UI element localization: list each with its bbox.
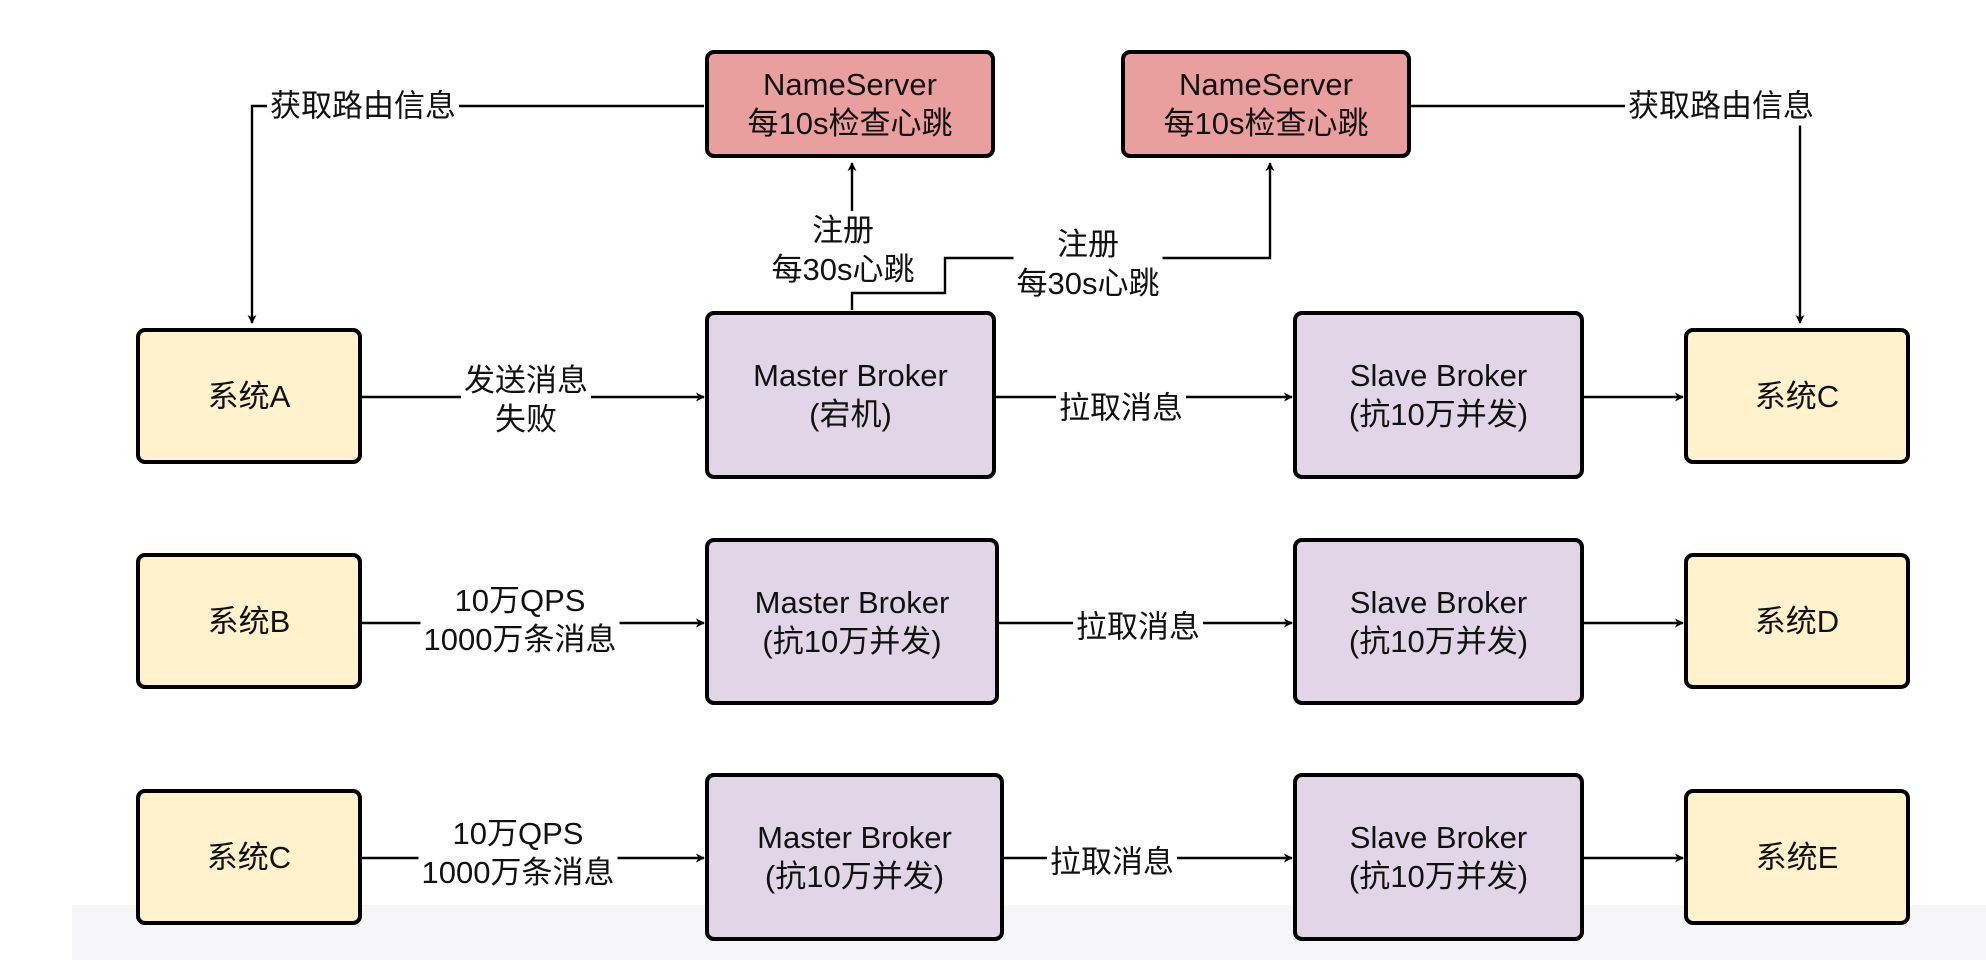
master-broker-row3-title: Master Broker bbox=[757, 820, 952, 855]
slave-broker-row2-title: Slave Broker bbox=[1349, 584, 1528, 620]
producer-node-row2: 系统B bbox=[136, 553, 362, 689]
register-connector-ns2 bbox=[850, 162, 1275, 310]
consumer-node-row3: 系统E bbox=[1684, 789, 1910, 925]
register-label-ns2: 注册 每30s心跳 bbox=[1013, 225, 1163, 303]
master-broker-row2-status: (抗10万并发) bbox=[762, 623, 942, 659]
slave-broker-row1-title: Slave Broker bbox=[1349, 358, 1528, 393]
pull-label-row3: 拉取消息 bbox=[1047, 842, 1177, 882]
producer-node-row1: 系统A bbox=[136, 328, 362, 464]
producer-row2-label: 系统B bbox=[207, 603, 291, 639]
pull-label-row2: 拉取消息 bbox=[1073, 607, 1203, 647]
route-label-right: 获取路由信息 bbox=[1625, 86, 1817, 126]
producer-row3-label: 系统C bbox=[206, 839, 292, 875]
master-broker-row1-title: Master Broker bbox=[753, 358, 948, 393]
send-label-row1: 发送消息 失败 bbox=[461, 361, 591, 439]
slave-broker-row2-status: (抗10万并发) bbox=[1348, 623, 1529, 659]
producer-node-row3: 系统C bbox=[136, 789, 362, 925]
nameserver-node-2: NameServer 每10s检查心跳 bbox=[1121, 50, 1411, 158]
pull-label-row1: 拉取消息 bbox=[1056, 388, 1186, 428]
consumer-node-row1: 系统C bbox=[1684, 328, 1910, 464]
send-label-row3: 10万QPS 1000万条消息 bbox=[418, 814, 618, 892]
bottom-shade bbox=[72, 905, 1986, 960]
master-broker-row3: Master Broker (抗10万并发) bbox=[705, 773, 1004, 941]
slave-broker-row2: Slave Broker (抗10万并发) bbox=[1293, 538, 1584, 705]
producer-row1-label: 系统A bbox=[207, 378, 291, 414]
consumer-node-row2: 系统D bbox=[1684, 553, 1910, 689]
master-broker-row1-status: (宕机) bbox=[809, 397, 892, 432]
slave-broker-row3: Slave Broker (抗10万并发) bbox=[1293, 773, 1584, 941]
master-broker-row1: Master Broker (宕机) bbox=[705, 311, 996, 479]
register-label-ns1: 注册 每30s心跳 bbox=[768, 211, 918, 289]
consumer-row2-label: 系统D bbox=[1754, 603, 1840, 639]
route-connector-right bbox=[1410, 104, 1805, 324]
nameserver-2-subtitle: 每10s检查心跳 bbox=[1163, 106, 1369, 141]
nameserver-1-title: NameServer bbox=[763, 67, 937, 102]
route-label-left: 获取路由信息 bbox=[267, 86, 459, 126]
slave-broker-row3-title: Slave Broker bbox=[1349, 820, 1528, 855]
master-broker-row2-title: Master Broker bbox=[754, 584, 950, 620]
consumer-row3-label: 系统E bbox=[1755, 839, 1839, 875]
master-broker-row3-status: (抗10万并发) bbox=[764, 859, 945, 894]
slave-broker-row1-status: (抗10万并发) bbox=[1348, 397, 1529, 432]
nameserver-node-1: NameServer 每10s检查心跳 bbox=[705, 50, 995, 158]
send-label-row2: 10万QPS 1000万条消息 bbox=[420, 581, 620, 659]
route-connector-left bbox=[247, 104, 704, 324]
consumer-row1-label: 系统C bbox=[1754, 378, 1840, 414]
slave-broker-row3-status: (抗10万并发) bbox=[1348, 859, 1529, 894]
nameserver-1-subtitle: 每10s检查心跳 bbox=[747, 106, 953, 141]
slave-broker-row1: Slave Broker (抗10万并发) bbox=[1293, 311, 1584, 479]
master-broker-row2: Master Broker (抗10万并发) bbox=[705, 538, 999, 705]
nameserver-2-title: NameServer bbox=[1179, 67, 1353, 102]
